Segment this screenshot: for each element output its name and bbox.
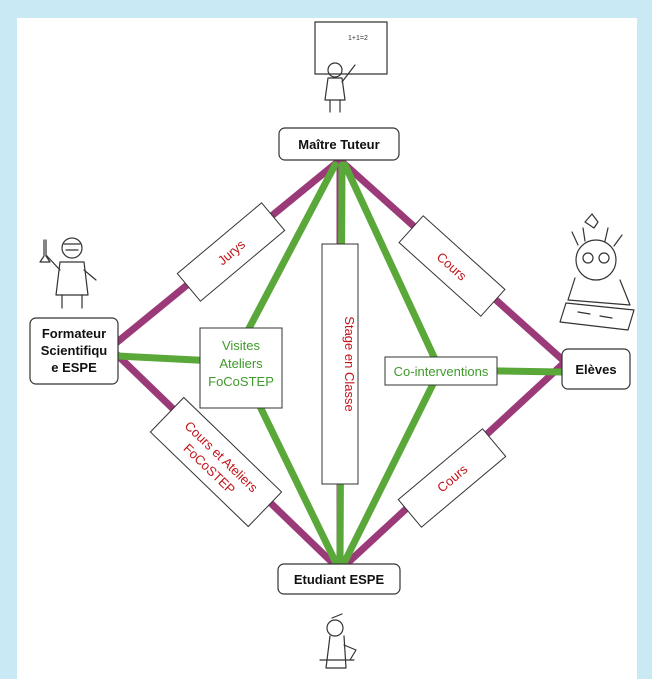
board-text: 1+1=2 — [348, 35, 368, 42]
green-cointer-to-bottom — [339, 366, 444, 569]
label-stage: Stage en Classe — [321, 243, 359, 485]
label-visites: Visites Ateliers FoCoSTEP — [199, 327, 283, 409]
label-jurys: Jurys — [176, 202, 286, 302]
node-formateur-line3: e ESPE — [51, 360, 97, 375]
label-cours-ateliers: Cours et Ateliers FoCoSTEP — [149, 396, 283, 528]
label-cours-bottom-right: Cours — [397, 428, 507, 528]
label-stage-text: Stage en Classe — [342, 316, 357, 411]
node-formateur: Formateur Scientifiqu e ESPE — [29, 317, 119, 385]
node-formateur-line1: Formateur — [42, 326, 106, 341]
label-visites-line2: Ateliers — [219, 356, 263, 371]
pupil-reading-icon — [559, 213, 635, 331]
label-cointerventions: Co-interventions — [384, 356, 498, 386]
node-eleves: Elèves — [561, 348, 631, 390]
label-visites-line1: Visites — [222, 338, 261, 353]
label-visites-line3: FoCoSTEP — [208, 374, 274, 389]
node-etudiant-text: Etudiant ESPE — [294, 572, 385, 587]
green-top-to-cointer — [341, 161, 444, 374]
student-at-desk-icon — [319, 613, 357, 669]
scientist-with-flask-icon — [39, 237, 97, 309]
label-cours-top-right: Cours — [398, 215, 506, 317]
green-top-to-visites — [231, 161, 339, 359]
node-maitre-tuteur: Maître Tuteur — [278, 127, 400, 161]
node-formateur-line2: Scientifiqu — [41, 343, 108, 358]
node-etudiant: Etudiant ESPE — [277, 563, 401, 595]
green-links — [114, 161, 566, 569]
node-eleves-text: Elèves — [575, 362, 616, 377]
teacher-at-blackboard-icon: 1+1=2 — [314, 21, 388, 113]
label-cointerventions-text: Co-interventions — [394, 364, 489, 379]
node-maitre-tuteur-text: Maître Tuteur — [298, 137, 379, 152]
